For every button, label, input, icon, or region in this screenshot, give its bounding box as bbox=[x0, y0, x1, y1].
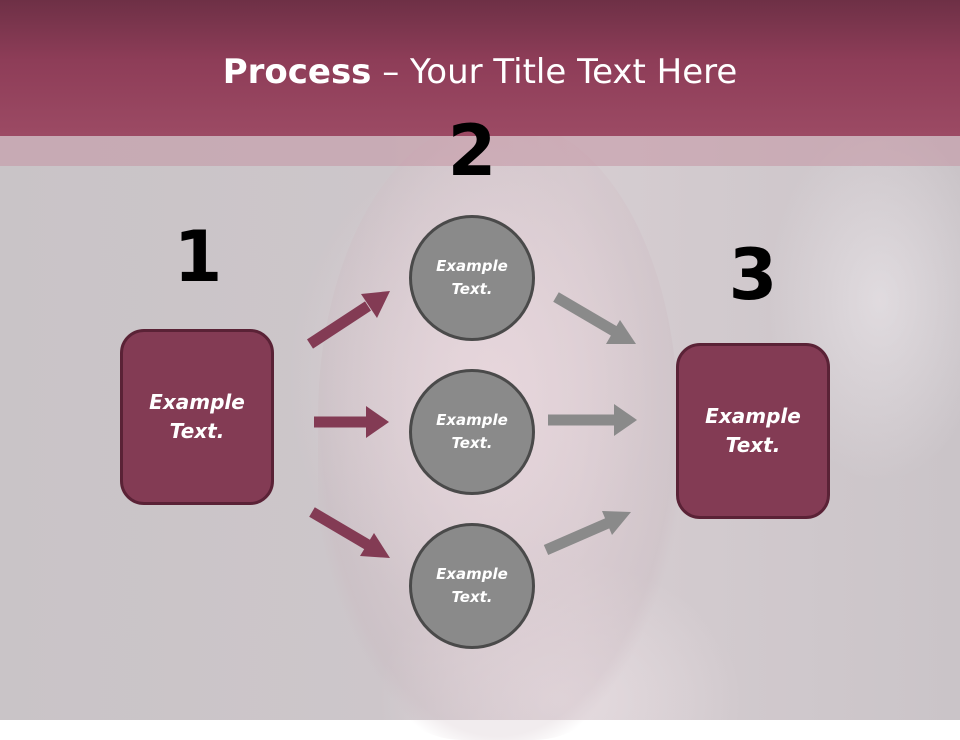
title-rest: – Your Title Text Here bbox=[371, 52, 738, 92]
arrow-layer bbox=[306, 291, 637, 558]
title-bold: Process bbox=[222, 52, 372, 92]
arrow-right-bottom bbox=[543, 511, 631, 556]
box-text-line2: Text. bbox=[725, 433, 781, 457]
step-2-circle-top[interactable]: Example Text. bbox=[409, 215, 535, 341]
step-2-circle-mid[interactable]: Example Text. bbox=[409, 369, 535, 495]
box-text-line1: Example bbox=[149, 390, 245, 414]
step-number-1: 1 bbox=[173, 216, 223, 298]
step-1-box[interactable]: Example Text. bbox=[120, 329, 274, 505]
arrow-left-top bbox=[306, 291, 390, 349]
box-text-line1: Example bbox=[705, 404, 801, 428]
arrow-right-top bbox=[553, 292, 636, 344]
step-2-circle-bottom[interactable]: Example Text. bbox=[409, 523, 535, 649]
circle-text-line1: Example bbox=[436, 564, 508, 583]
step-3-box[interactable]: Example Text. bbox=[676, 343, 830, 519]
title-bar bbox=[0, 0, 960, 136]
step-number-3: 3 bbox=[728, 234, 778, 316]
circle-text-line1: Example bbox=[436, 410, 508, 429]
box-text-line2: Text. bbox=[169, 419, 225, 443]
title-bar-band bbox=[0, 136, 960, 166]
arrow-left-bottom bbox=[309, 507, 390, 558]
step-number-2: 2 bbox=[447, 110, 497, 192]
slide-title: Process – Your Title Text Here bbox=[0, 52, 960, 92]
circle-text-line2: Text. bbox=[451, 434, 493, 452]
arrow-right-mid bbox=[548, 404, 637, 436]
arrow-left-mid bbox=[314, 406, 389, 438]
circle-text-line2: Text. bbox=[451, 588, 493, 606]
circle-text-line1: Example bbox=[436, 256, 508, 275]
circle-text-line2: Text. bbox=[451, 280, 493, 298]
